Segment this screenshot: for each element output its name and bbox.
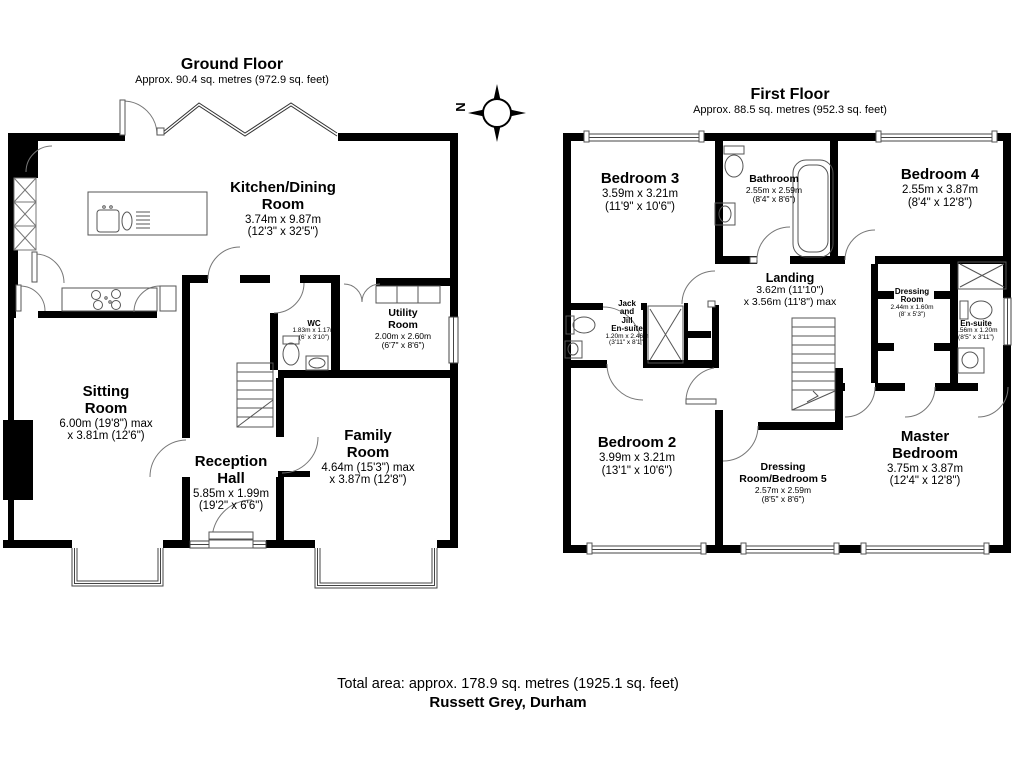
room-label-master: Master Bedroom 3.75m x 3.87m (12'4" x 12… xyxy=(886,428,964,488)
utility-appliances xyxy=(375,285,441,304)
room-label-bathroom: Bathroom 2.55m x 2.59m (8'4" x 8'6") xyxy=(745,173,803,205)
room-label-wc: WC 1.83m x 1.17m (6' x 3'10") xyxy=(292,319,336,342)
door-arcs xyxy=(19,100,1009,541)
room-label-kitchen: Kitchen/Dining Room 3.74m x 9.87m (12'3"… xyxy=(230,179,336,239)
wc-fixtures xyxy=(282,335,329,371)
address-text: Russett Grey, Durham xyxy=(429,694,587,711)
ground-floor-walls xyxy=(3,133,458,548)
room-label-ensuite: En-suite 2.56m x 1.20m (8'5" x 3'11") xyxy=(954,319,998,342)
room-label-reception: Reception Hall 5.85m x 1.99m (19'2" x 6'… xyxy=(192,453,270,513)
ground-floor-title: Ground Floor Approx. 90.4 sq. metres (97… xyxy=(135,56,329,86)
zigzag-boundary xyxy=(162,102,338,137)
room-label-dress5: Dressing Room/Bedroom 5 2.57m x 2.59m (8… xyxy=(739,461,827,505)
room-label-jack-and-jill: Jack and Jill En-suite 1.20m x 2.46m (3'… xyxy=(605,299,649,347)
bathroom-fixtures xyxy=(714,145,834,258)
room-label-sitting: Sitting Room 6.00m (19'8") max x 3.81m (… xyxy=(59,383,153,443)
room-label-bed4: Bedroom 4 2.55m x 3.87m (8'4" x 12'8") xyxy=(900,166,980,209)
master-ensuite-fixtures xyxy=(957,261,1007,374)
bay-windows xyxy=(71,548,438,589)
jack-and-jill-fixtures xyxy=(564,305,684,364)
kitchen-island xyxy=(87,191,208,236)
room-label-utility: Utility Room 2.00m x 2.60m (6'7" x 8'6") xyxy=(374,307,432,351)
total-area-text: Total area: approx. 178.9 sq. metres (19… xyxy=(337,676,679,692)
hob-counter xyxy=(61,287,158,312)
pantry-shelving xyxy=(13,177,37,251)
first-floor-title: First Floor Approx. 88.5 sq. metres (952… xyxy=(693,86,887,116)
first-stairs xyxy=(791,317,836,411)
ground-stairs xyxy=(236,362,274,428)
room-label-dressing: Dressing Room 2.44m x 1.60m (8' x 5'3") xyxy=(890,287,934,318)
compass-north-label: N xyxy=(453,102,468,111)
room-label-family: Family Room 4.64m (15'3") max x 3.87m (1… xyxy=(321,427,415,487)
room-label-landing: Landing 3.62m (11'10") x 3.56m (11'8") m… xyxy=(743,271,837,308)
first-floor-walls xyxy=(563,133,1011,553)
compass-rose xyxy=(468,84,526,142)
room-label-bed2: Bedroom 2 3.99m x 3.21m (13'1" x 10'6") xyxy=(597,434,677,477)
door-panels xyxy=(15,99,717,549)
room-label-bed3: Bedroom 3 3.59m x 3.21m (11'9" x 10'6") xyxy=(600,170,680,213)
